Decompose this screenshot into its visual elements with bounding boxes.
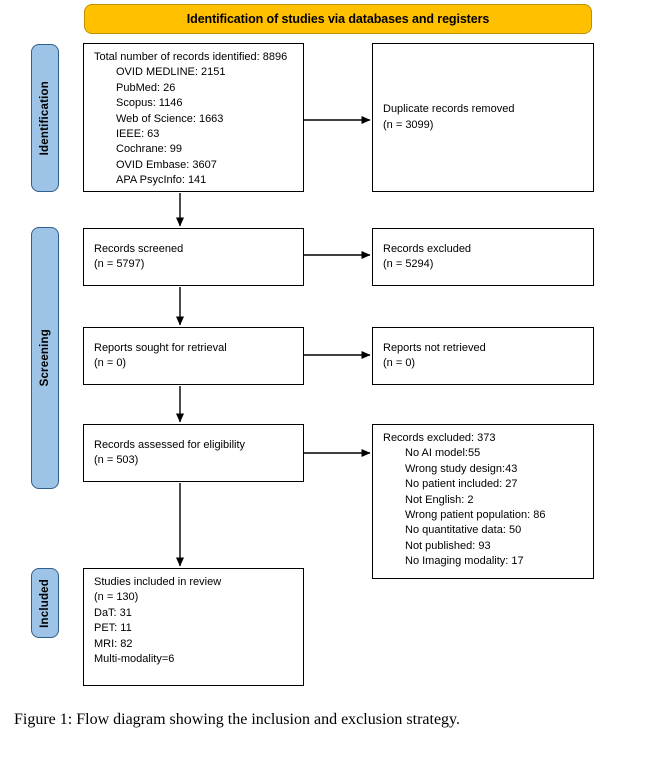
reason-not-english: Not English: 2: [405, 493, 474, 506]
reason-no-quantitative-data: No quantitative data: 50: [405, 524, 522, 537]
screened-title: Records screened: [94, 242, 184, 255]
sought-count: (n = 0): [94, 357, 127, 369]
not-retrieved-title: Reports not retrieved: [383, 341, 486, 354]
source-ovid-medline: OVID MEDLINE: 2151: [116, 66, 226, 79]
records-identified-title: Total number of records identified: 8896: [94, 51, 288, 63]
included-count: (n = 130): [94, 591, 139, 604]
modality-pet: PET: 11: [94, 622, 132, 635]
screened-count: (n = 5797): [94, 258, 145, 270]
box-records-excluded-with-reasons: Records excluded: 373 No AI model:55 Wro…: [372, 424, 594, 579]
included-title: Studies included in review: [94, 576, 222, 588]
box-duplicate-records-removed: Duplicate records removed (n = 3099): [372, 43, 594, 192]
box-reports-not-retrieved: Reports not retrieved (n = 0): [372, 327, 594, 385]
box-records-excluded-screening: Records excluded (n = 5294): [372, 228, 594, 286]
source-ovid-embase: OVID Embase: 3607: [116, 158, 217, 171]
stage-label-identification-text: Identification: [39, 80, 51, 156]
excluded-reasons-title: Records excluded: 373: [383, 432, 496, 444]
banner-identification-header: Identification of studies via databases …: [84, 4, 592, 34]
source-apa-psycinfo: APA PsycInfo: 141: [116, 174, 207, 187]
modality-mri: MRI: 82: [94, 637, 133, 650]
box-records-assessed-for-eligibility: Records assessed for eligibility (n = 50…: [83, 424, 304, 482]
modality-dat: DaT: 31: [94, 606, 132, 619]
sought-title: Reports sought for retrieval: [94, 341, 227, 354]
reason-not-published: Not published: 93: [405, 539, 491, 552]
box-records-identified: Total number of records identified: 8896…: [83, 43, 304, 192]
box-reports-sought-for-retrieval: Reports sought for retrieval (n = 0): [83, 327, 304, 385]
assessed-count: (n = 503): [94, 454, 139, 466]
source-scopus: Scopus: 1146: [116, 97, 183, 110]
source-web-of-science: Web of Science: 1663: [116, 112, 224, 125]
box-records-screened: Records screened (n = 5797): [83, 228, 304, 286]
figure-caption: Figure 1: Flow diagram showing the inclu…: [14, 711, 461, 728]
source-ieee: IEEE: 63: [116, 128, 160, 141]
duplicates-title: Duplicate records removed: [383, 103, 515, 116]
modality-multi: Multi-modality=6: [94, 653, 175, 666]
stage-label-included-text: Included: [39, 578, 51, 628]
duplicates-count: (n = 3099): [383, 118, 434, 131]
excluded-screen-count: (n = 5294): [383, 258, 434, 270]
excluded-screen-title: Records excluded: [383, 242, 472, 255]
not-retrieved-count: (n = 0): [383, 357, 416, 369]
assessed-title: Records assessed for eligibility: [94, 438, 246, 451]
source-cochrane: Cochrane: 99: [116, 143, 183, 156]
stage-label-included: Included: [31, 568, 59, 638]
reason-wrong-study-design: Wrong study design:43: [405, 462, 518, 475]
reason-wrong-patient-population: Wrong patient population: 86: [405, 509, 546, 522]
stage-label-screening-text: Screening: [39, 329, 51, 387]
reason-no-ai-model: No AI model:55: [405, 447, 481, 460]
stage-label-identification: Identification: [31, 44, 59, 192]
stage-label-screening: Screening: [31, 227, 59, 489]
reason-no-patient-included: No patient included: 27: [405, 478, 518, 491]
source-pubmed: PubMed: 26: [116, 81, 176, 94]
box-studies-included-in-review: Studies included in review (n = 130) DaT…: [83, 568, 304, 686]
banner-title: Identification of studies via databases …: [186, 12, 490, 26]
reason-no-imaging-modality: No Imaging modality: 17: [405, 555, 524, 568]
